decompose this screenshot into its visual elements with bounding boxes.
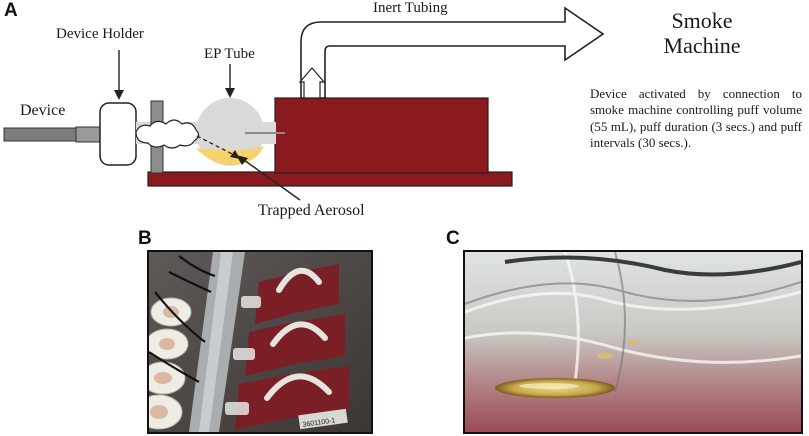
photo-b-apparatus: 3601100-1 <box>147 250 373 434</box>
device-holder-label: Device Holder <box>56 26 144 42</box>
device-label: Device <box>20 102 66 119</box>
trapped-aerosol-label: Trapped Aerosol <box>258 202 365 219</box>
photo-c-aerosol-closeup <box>463 250 803 434</box>
smoke-machine-label: Smoke Machine <box>663 8 741 59</box>
setup-caption: Device activated by connection to smoke … <box>590 86 802 150</box>
ep-tube-label: EP Tube <box>204 46 255 62</box>
aerosol-pool <box>196 146 264 165</box>
airflow-up-arrow <box>298 67 326 99</box>
smoke-cloud <box>135 119 200 149</box>
aerosol-pointer-line <box>243 159 301 201</box>
inert-tubing-label: Inert Tubing <box>373 0 448 16</box>
panel-label-c: C <box>446 228 460 249</box>
flow-dashed-arrow <box>196 135 239 158</box>
base-plate <box>147 171 513 187</box>
holder-pointer-head <box>114 90 124 100</box>
smoke-machine-block <box>274 97 489 174</box>
ep-pointer-head <box>225 88 235 98</box>
panel-label-a: A <box>4 0 18 21</box>
panel-label-b: B <box>138 228 152 249</box>
device-tip <box>75 126 103 143</box>
setup-schematic <box>3 6 605 201</box>
ep-tube-bulb <box>196 98 264 166</box>
vial-label-text: 3601100-1 <box>302 417 336 429</box>
aerosol-pointer-head <box>236 155 248 165</box>
device-holder <box>99 102 137 166</box>
inert-tubing-arrow <box>300 6 605 99</box>
